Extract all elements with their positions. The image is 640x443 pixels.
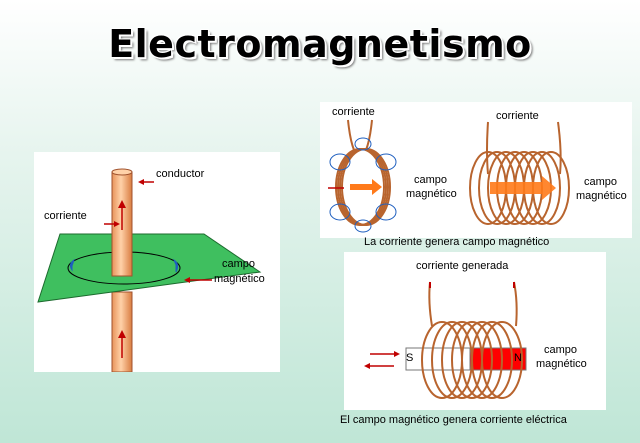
label-campo-right-line2: magnético <box>576 190 627 202</box>
caption-induction: El campo magnético genera corriente eléc… <box>340 414 567 426</box>
coil-field-svg <box>328 119 570 233</box>
label-campo-right-line1: campo <box>584 176 618 188</box>
label-corriente: corriente <box>44 210 87 222</box>
field-direction-right <box>172 258 179 273</box>
induction-coil <box>421 321 523 399</box>
label-campo-line2: magnético <box>536 358 587 370</box>
label-campo-left-line1: campo <box>414 174 448 186</box>
label-campo-line1: campo <box>222 258 256 270</box>
label-pole-s: S <box>406 352 414 364</box>
field-lines-left <box>329 137 397 233</box>
motion-arrow-in <box>394 351 400 357</box>
conductor-diagram-svg <box>37 168 262 372</box>
page-title: Electromagnetismo <box>108 22 532 66</box>
label-corriente-generada: corriente generada <box>416 260 509 272</box>
label-campo-line2: magnético <box>214 273 265 285</box>
label-pole-n: N <box>514 352 522 364</box>
current-arrow-top <box>118 200 126 208</box>
field-direction-left <box>69 258 75 272</box>
motion-arrow-out <box>364 363 370 369</box>
field-arrow-right <box>490 176 556 200</box>
label-campo-line1: campo <box>544 344 578 356</box>
conductor-diagram-panel: conductor corriente campo magnético <box>34 152 280 372</box>
magnet-s-pole <box>405 347 471 371</box>
induction-panel: corriente generada S N campo magnético <box>344 252 606 410</box>
current-arrow-bottom <box>118 330 126 338</box>
induction-svg <box>364 281 527 399</box>
caption-coil-field: La corriente genera campo magnético <box>364 236 550 248</box>
green-plane <box>37 233 262 303</box>
coil-field-panel: corriente corriente campo magnético camp… <box>320 102 632 238</box>
label-corriente-right: corriente <box>496 110 539 122</box>
conductor-rod-cap <box>111 168 133 176</box>
single-coil-left <box>335 148 391 226</box>
label-conductor: conductor <box>156 168 205 180</box>
label-corriente-left: corriente <box>332 106 375 118</box>
field-arrow-left <box>350 179 382 195</box>
label-campo-left-line2: magnético <box>406 188 457 200</box>
